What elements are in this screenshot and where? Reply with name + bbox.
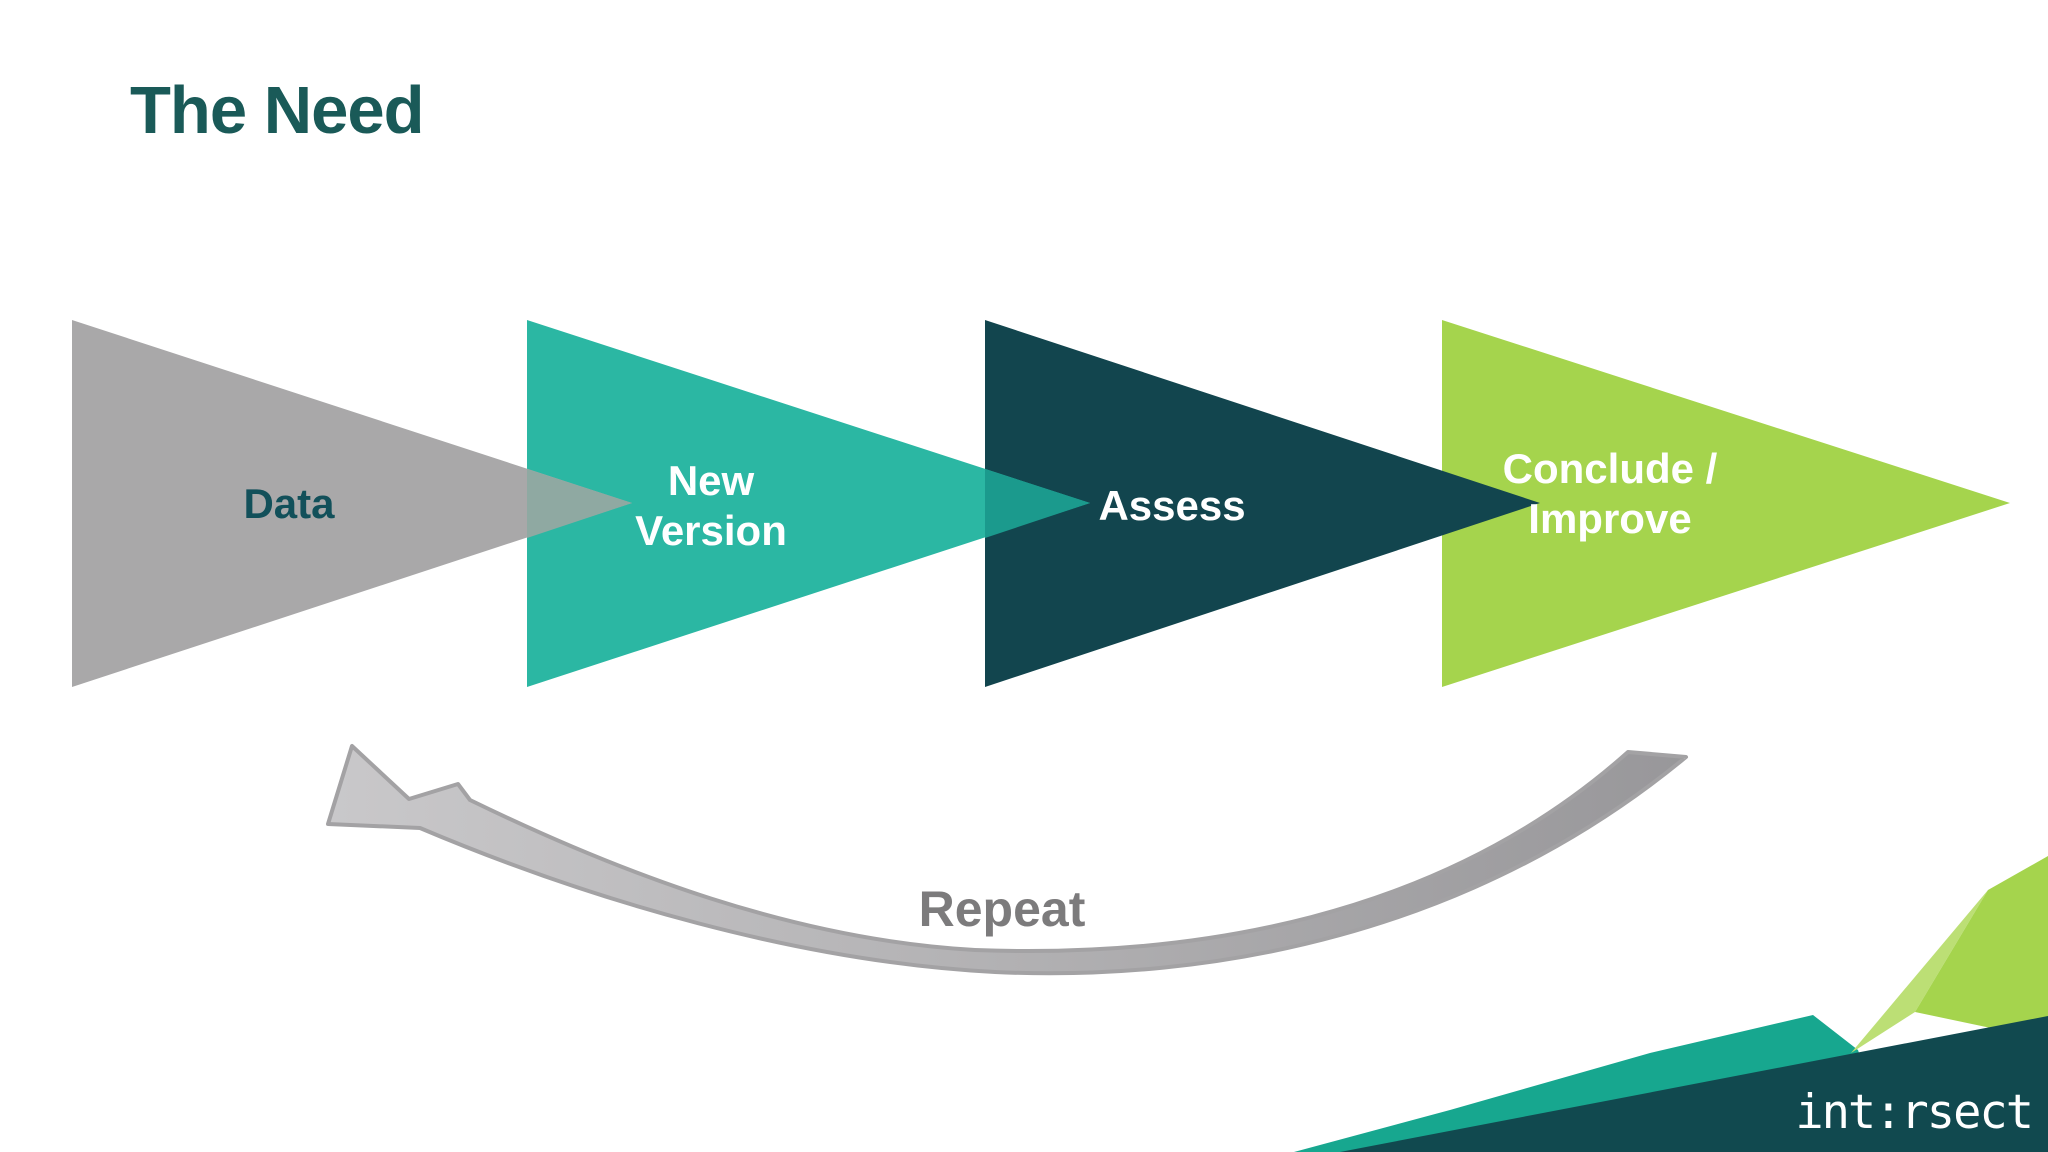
step-triangle-assess: [985, 320, 1540, 687]
corner-lime-shape: [1915, 856, 2048, 1040]
logo-wordmark: int:rsect: [1795, 1085, 2034, 1140]
step-label-conclude-improve-line1: Conclude /: [1502, 445, 1718, 492]
step-label-data-line1: Data: [243, 480, 335, 527]
repeat-label: Repeat: [918, 881, 1086, 937]
step-label-new-version-line2: Version: [635, 507, 787, 554]
repeat-arrow: [326, 744, 1688, 976]
step-label-data: Data: [119, 479, 459, 529]
step-label-conclude-improve-line2: Improve: [1528, 495, 1692, 542]
step-label-assess: Assess: [1002, 481, 1342, 531]
step-triangle-new-version: [527, 320, 1090, 687]
step-triangle-data: [72, 320, 632, 687]
step-triangle-conclude-improve: [1442, 320, 2010, 687]
step-triangle-data-tip: [527, 469, 632, 538]
corner-lime-light-shape: [1851, 890, 1988, 1053]
page-title: The Need: [130, 73, 425, 148]
step-label-new-version: New Version: [541, 456, 881, 556]
corner-dark-band: [1340, 1016, 2048, 1152]
step-triangle-new-version-tip: [985, 469, 1090, 538]
step-label-assess-line1: Assess: [1098, 482, 1246, 529]
step-label-new-version-line1: New: [667, 457, 755, 504]
step-label-conclude-improve: Conclude / Improve: [1440, 444, 1780, 544]
